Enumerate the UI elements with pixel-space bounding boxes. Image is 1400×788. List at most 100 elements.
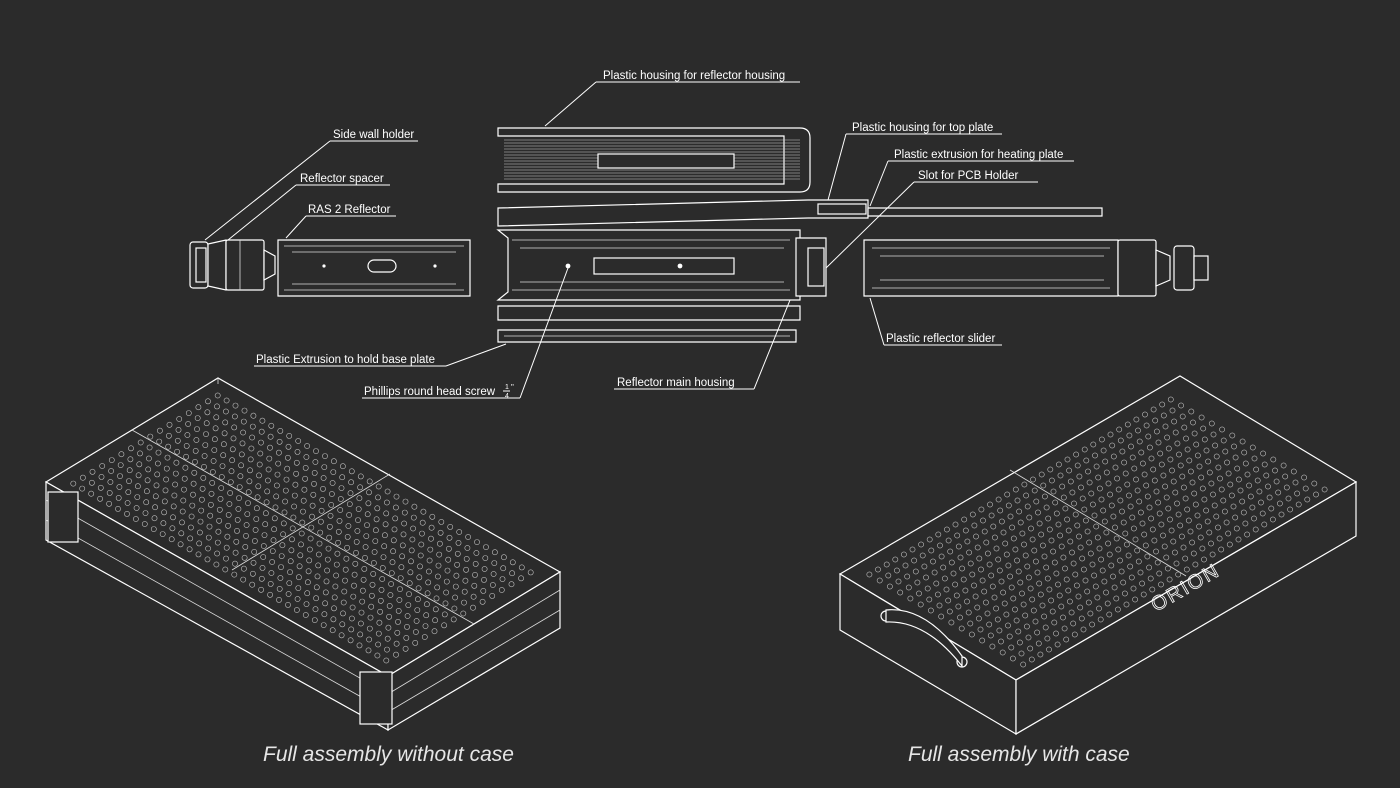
hole: [304, 443, 310, 449]
hole: [1072, 571, 1079, 578]
hole: [168, 536, 175, 543]
hole: [247, 456, 254, 463]
label-screw-denominator: 4: [505, 393, 509, 400]
hole: [1089, 561, 1096, 568]
hole: [152, 493, 159, 500]
hole: [463, 566, 469, 573]
hole: [1047, 466, 1054, 473]
hole: [1008, 644, 1015, 651]
hole: [1002, 540, 1009, 547]
hole: [328, 491, 335, 497]
hole: [117, 462, 124, 468]
hole: [320, 622, 327, 628]
hole: [1196, 523, 1202, 530]
hole: [238, 451, 245, 458]
hole: [481, 577, 487, 583]
hole: [366, 636, 372, 643]
hole: [445, 545, 452, 552]
hole: [442, 600, 449, 607]
hole: [1188, 408, 1195, 415]
hole: [414, 607, 421, 613]
hole: [309, 502, 316, 509]
label-reflector-spacer: Reflector spacer: [300, 173, 384, 185]
hole: [266, 455, 273, 462]
hole: [924, 585, 931, 592]
hole: [1249, 444, 1256, 451]
hole: [366, 478, 373, 485]
ras2-reflector-part: [277, 239, 471, 297]
hole: [357, 473, 364, 480]
hole: [1195, 452, 1201, 459]
hole: [1145, 433, 1152, 440]
hole: [281, 509, 288, 516]
hole: [1226, 541, 1233, 548]
hole: [1074, 522, 1081, 529]
hole: [1045, 515, 1052, 522]
hole: [950, 570, 957, 577]
hole: [143, 488, 150, 495]
hole: [285, 443, 292, 450]
hole: [1023, 492, 1029, 499]
hole: [118, 451, 125, 458]
hole: [133, 505, 140, 511]
hole: [1067, 538, 1074, 545]
hole: [1172, 549, 1178, 556]
hole: [211, 447, 218, 453]
hole: [983, 539, 990, 546]
hole: [337, 507, 344, 513]
hole: [319, 496, 326, 503]
hole: [971, 582, 977, 589]
hole: [916, 590, 922, 597]
hole: [1012, 486, 1019, 493]
hole: [421, 634, 428, 640]
hole: [388, 570, 395, 576]
hole: [1019, 590, 1025, 597]
hole: [245, 489, 252, 496]
hole: [363, 533, 370, 539]
hole: [262, 521, 269, 528]
hole: [432, 617, 438, 624]
hole: [1302, 485, 1309, 492]
hole: [273, 482, 280, 489]
hole: [424, 590, 431, 597]
hole: [1007, 573, 1013, 580]
hole: [384, 646, 390, 653]
hole: [222, 566, 229, 573]
hole: [1122, 470, 1129, 477]
hole: [998, 578, 1005, 585]
hole: [302, 464, 309, 471]
hole: [969, 571, 976, 578]
hole: [498, 587, 505, 593]
hole: [256, 472, 262, 479]
hole: [293, 470, 299, 477]
hole: [165, 443, 172, 450]
hole: [1129, 514, 1136, 521]
hole: [269, 548, 276, 554]
hole: [997, 507, 1004, 514]
hole: [1285, 495, 1292, 502]
carry-handle[interactable]: [880, 609, 968, 668]
hole: [955, 603, 962, 610]
hole: [912, 568, 919, 575]
hole: [203, 420, 210, 427]
reflector-main-housing-part: [496, 229, 827, 321]
hole: [1054, 641, 1061, 648]
hole: [1019, 530, 1026, 537]
hole: [325, 545, 332, 552]
label-main-housing: Reflector main housing: [617, 377, 735, 389]
hole: [410, 514, 417, 521]
hole: [399, 553, 405, 560]
hole: [1191, 430, 1198, 437]
hole: [1053, 510, 1060, 517]
hole: [1091, 512, 1098, 519]
hole: [352, 560, 359, 567]
hole: [1146, 504, 1153, 511]
hole: [338, 485, 345, 491]
hole: [279, 542, 286, 549]
hole: [295, 438, 302, 444]
hole: [966, 549, 972, 556]
hole: [163, 465, 170, 472]
hole: [1123, 601, 1130, 608]
hole: [1101, 518, 1108, 525]
hole: [330, 458, 337, 465]
